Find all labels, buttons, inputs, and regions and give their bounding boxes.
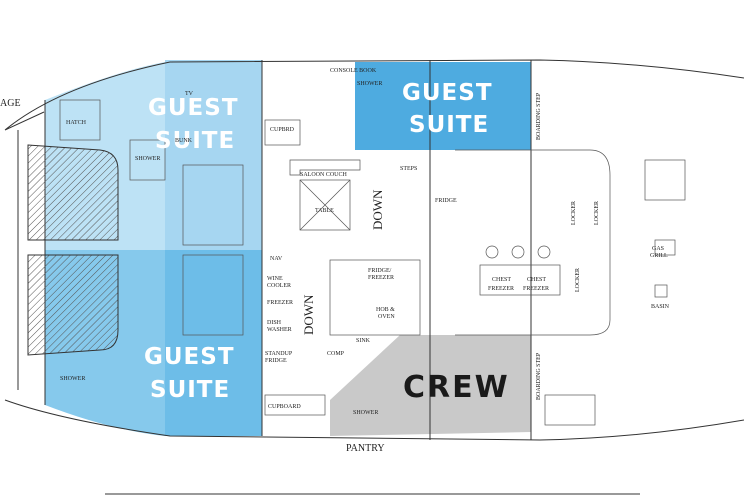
guest-suite-top-left-line2: SUITE xyxy=(155,128,235,154)
boarding-step-label-bottom: BOARDING STEP xyxy=(536,352,542,400)
locker-label-1: LOCKER xyxy=(571,201,577,225)
gas-grill-label-2: GRILL xyxy=(650,253,668,259)
shower-label-bottom-left: SHOWER xyxy=(60,376,85,382)
gas-grill-box xyxy=(654,239,676,256)
saloon-couch-label: SALOON COUCH xyxy=(300,172,348,178)
guest-suite-top-right-area xyxy=(355,62,531,150)
console-book-label: CONSOLE BOOK xyxy=(330,68,377,74)
fridge-label: FRIDGE xyxy=(435,198,457,204)
cupboard-box xyxy=(264,394,326,416)
standup-fridge-label-2: FRIDGE xyxy=(265,358,287,364)
guest-suite-bottom-left-cabin xyxy=(165,250,262,436)
comp-label: COMP xyxy=(327,351,345,357)
dish-washer-label-2: WASHER xyxy=(267,327,292,333)
table-cross-2 xyxy=(299,179,351,231)
crew-label: CREW xyxy=(403,370,510,405)
shower-label-top-right: SHOWER xyxy=(357,81,382,87)
fridge-freezer-label-1: FRIDGE/ xyxy=(368,268,392,274)
locker-label-3: LOCKER xyxy=(575,268,581,292)
guest-suite-top-left-cabin xyxy=(165,60,262,250)
hob-oven-label-1: HOB & xyxy=(376,307,395,313)
standup-fridge-label-1: STANDUP xyxy=(265,351,293,357)
gas-grill-label-1: GAS xyxy=(652,246,664,252)
bulkhead-lines xyxy=(44,60,532,440)
shower-label-crew: SHOWER xyxy=(353,410,378,416)
trampoline-top xyxy=(27,144,119,241)
chest-freezer-1-label-1: CHEST xyxy=(492,277,511,283)
hatch-box xyxy=(59,99,101,141)
trampoline-bottom xyxy=(27,254,119,356)
wine-cooler-label-1: WINE xyxy=(267,276,283,282)
hatch-label: HATCH xyxy=(66,120,87,126)
shower-label-top-left: SHOWER xyxy=(135,156,160,162)
stool xyxy=(511,245,525,259)
shower-box xyxy=(129,139,166,181)
sink-label: SINK xyxy=(356,338,371,344)
pantry-label: PANTRY xyxy=(346,443,385,454)
freezer-label: FREEZER xyxy=(267,300,293,306)
basin-box xyxy=(654,284,668,298)
nav-label: NAV xyxy=(270,256,283,262)
saloon-couch xyxy=(289,159,361,176)
aft-seat xyxy=(644,159,686,201)
cupbrd-label: CUPBRD xyxy=(270,127,295,133)
guest-suite-bottom-left-line2: SUITE xyxy=(150,377,230,403)
guest-suite-top-right-line1: GUEST xyxy=(402,80,493,106)
chest-freezer-2-label-2: FREEZER xyxy=(523,286,549,292)
stool xyxy=(537,245,551,259)
chest-freezer-1-label-2: FREEZER xyxy=(488,286,514,292)
guest-suite-bottom-left-line1: GUEST xyxy=(144,344,235,370)
aft-box xyxy=(544,394,596,426)
cockpit-bench xyxy=(455,149,611,336)
bed-top xyxy=(182,164,244,246)
fridge-freezer-label-2: FREEZER xyxy=(368,275,394,281)
hull-outline xyxy=(4,59,744,441)
tv-label: TV xyxy=(185,91,194,97)
table-label: TABLE xyxy=(315,208,334,214)
dish-washer-label-1: DISH xyxy=(267,320,282,326)
bunk-label: BUNK xyxy=(175,138,193,144)
saloon-table xyxy=(299,179,351,231)
cupboard-label: CUPBOARD xyxy=(268,404,301,410)
chest-freezers xyxy=(479,264,561,296)
down-label-galley: DOWN xyxy=(301,294,316,335)
galley-counter xyxy=(329,259,421,336)
wine-cooler-label-2: COOLER xyxy=(267,283,291,289)
cupbrd-box xyxy=(264,119,301,146)
chest-freezer-2-label-1: CHEST xyxy=(527,277,546,283)
down-label-saloon: DOWN xyxy=(370,189,385,230)
stool xyxy=(485,245,499,259)
steps-label: STEPS xyxy=(400,166,417,172)
guest-suite-top-left-line1: GUEST xyxy=(148,95,239,121)
bed-bottom xyxy=(182,254,244,336)
basin-label: BASIN xyxy=(651,304,670,310)
hob-oven-label-2: OVEN xyxy=(378,314,395,320)
storage-label: AGE xyxy=(0,98,21,109)
locker-label-2: LOCKER xyxy=(594,201,600,225)
guest-suite-top-right-line2: SUITE xyxy=(409,112,489,138)
boarding-step-label-top: BOARDING STEP xyxy=(536,92,542,140)
